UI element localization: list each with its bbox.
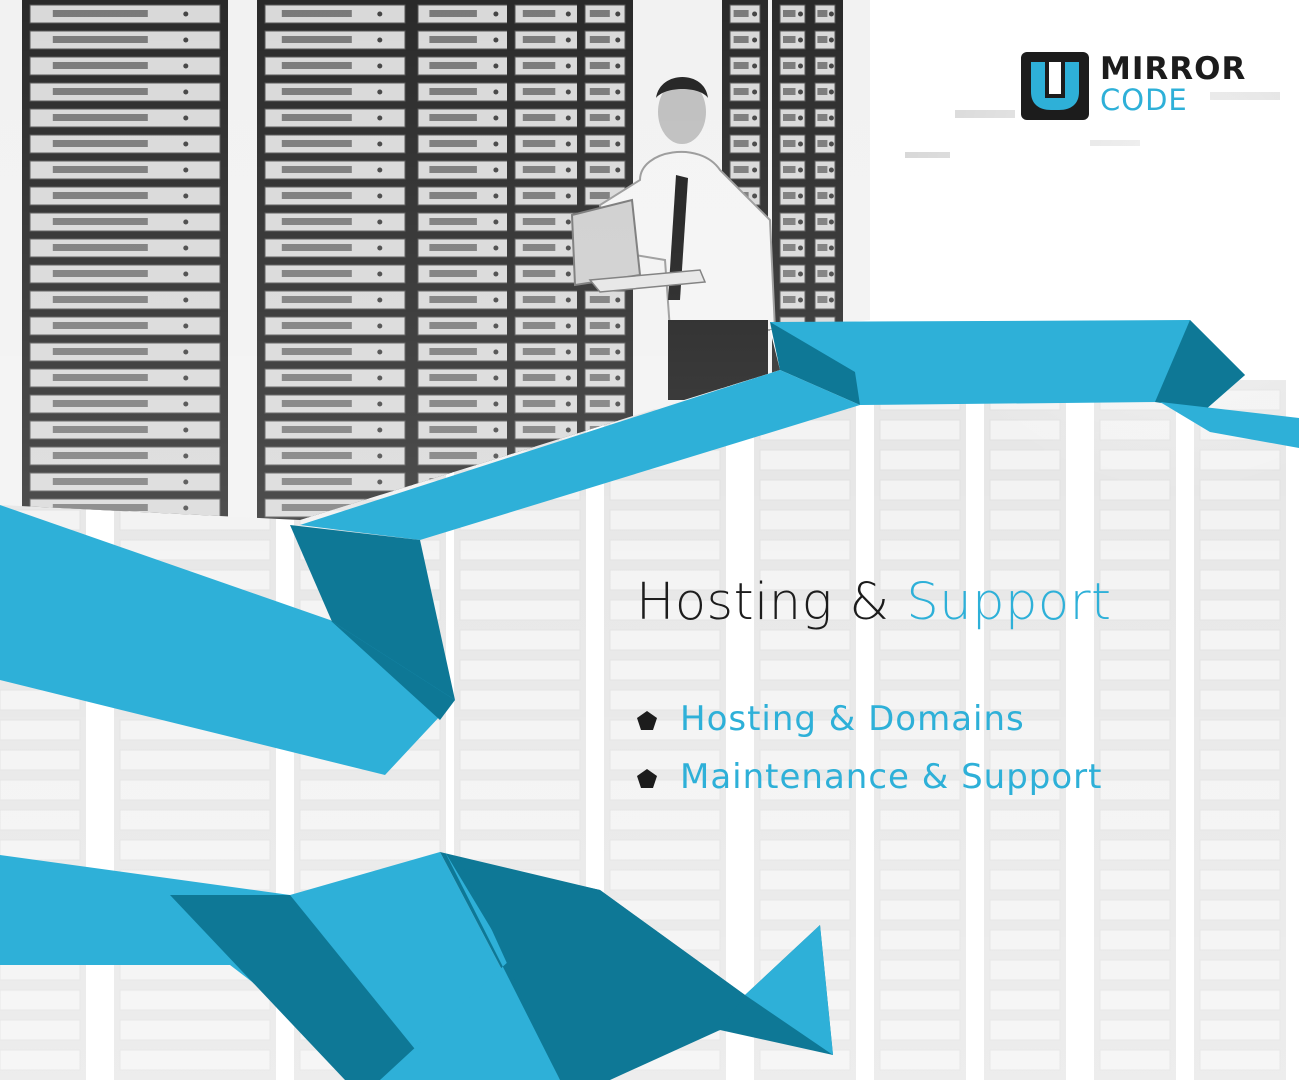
pentagon-bullet-icon [637,769,657,788]
title-part-2: Support [906,573,1112,632]
service-label: Maintenance & Support [680,757,1103,797]
brand-logo[interactable]: MIRROR CODE [1021,51,1261,122]
pentagon-bullet-icon [637,711,657,730]
logo-word-mirror: MIRROR [1100,51,1247,87]
logo-word-code: CODE [1100,83,1188,117]
service-label: Hosting & Domains [680,699,1025,739]
mirror-code-logo-icon [1021,52,1089,120]
title-part-1: Hosting & [636,573,890,632]
page-title: Hosting & Support [636,570,1112,636]
ribbon-decor [0,320,1299,1080]
